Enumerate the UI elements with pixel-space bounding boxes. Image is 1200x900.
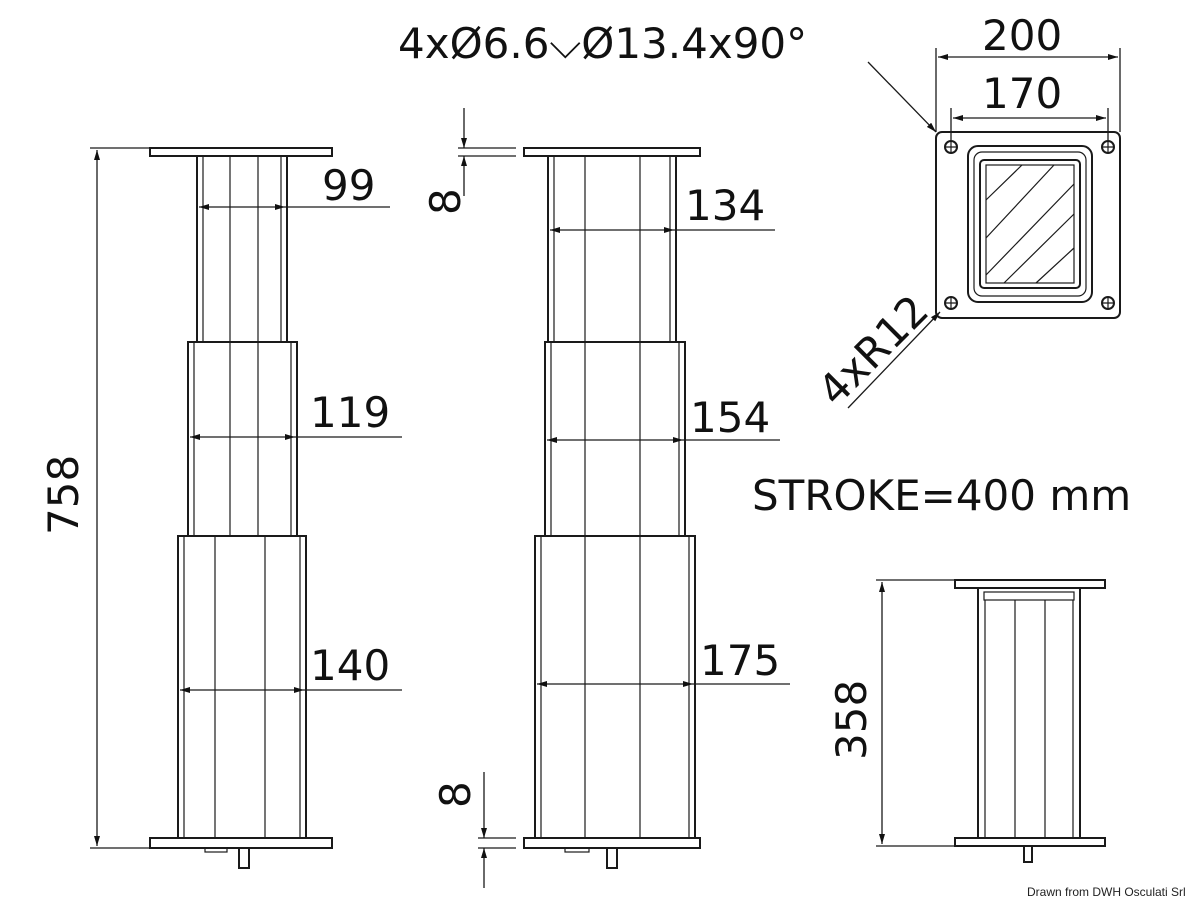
dim-inner-tube-2: 119 — [310, 388, 390, 437]
dim-inner-tube-3: 140 — [310, 641, 390, 690]
dim-collapsed-height: 358 — [827, 680, 876, 760]
dim-plate-holes: 170 — [982, 69, 1062, 118]
middle-column-extended: 8 8 134 154 175 — [421, 108, 790, 888]
dim-outer-tube-1: 134 — [685, 181, 765, 230]
screw-hole-icons — [944, 140, 1115, 310]
credit-text: Drawn from DWH Osculati Srl — [1027, 885, 1186, 899]
left-column-extended: 758 99 119 140 — [39, 147, 402, 869]
dim-extended-height: 758 — [39, 455, 88, 535]
dim-inner-tube-1: 99 — [322, 161, 375, 210]
dim-outer-tube-3: 175 — [700, 636, 780, 685]
dim-top-plate-thickness: 8 — [421, 188, 470, 215]
dim-bottom-plate-thickness: 8 — [431, 781, 480, 808]
collapsed-column: 358 — [827, 579, 1106, 863]
hole-spec-label: 4xØ6.6⌵Ø13.4x90° — [398, 19, 807, 68]
dim-plate-outer: 200 — [982, 11, 1062, 60]
dim-outer-tube-2: 154 — [690, 393, 770, 442]
stroke-label: STROKE=400 mm — [752, 471, 1131, 520]
corner-radius-label: 4xR12 — [808, 286, 938, 416]
